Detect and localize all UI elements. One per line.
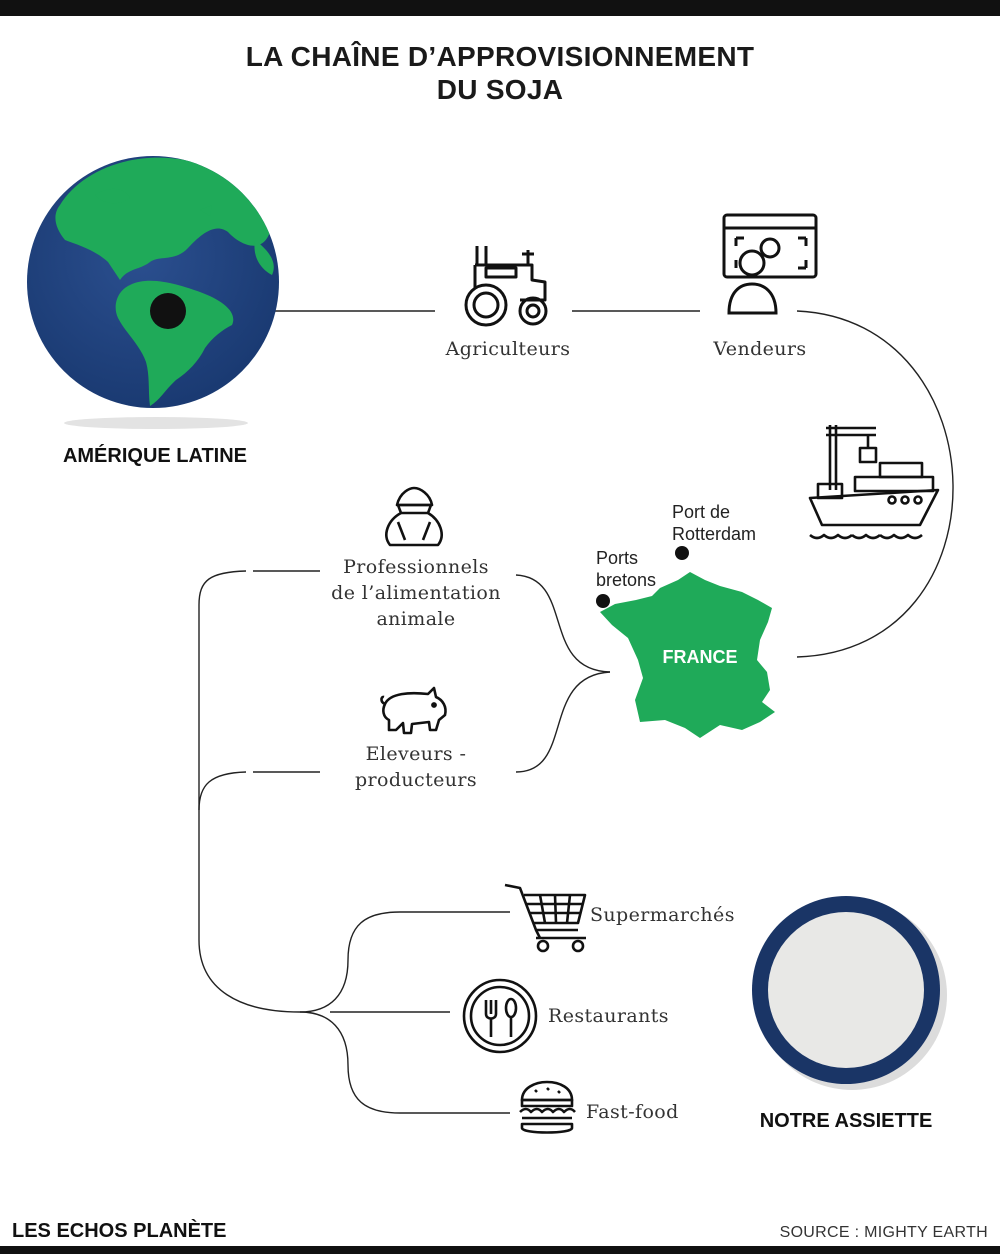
feed-line-1: Professionnels xyxy=(343,556,489,578)
feed-sack-icon xyxy=(385,486,443,547)
breeders-line-2: producteurs xyxy=(354,769,478,791)
supermarkets-label: Supermarchés xyxy=(590,904,735,926)
plate-label: NOTRE ASSIETTE xyxy=(759,1110,933,1132)
port-rotterdam-line-2: Rotterdam xyxy=(672,524,757,544)
connectors xyxy=(185,310,954,1114)
plate-icon xyxy=(752,896,947,1090)
france-label: FRANCE xyxy=(662,647,738,667)
pig-icon xyxy=(380,686,447,735)
ports-bretons-line-2: bretons xyxy=(596,570,657,590)
ports-bretons-line-1: Ports xyxy=(596,548,639,568)
cargo-ship-icon xyxy=(808,425,940,540)
breeders-label: Eleveurs - producteurs xyxy=(316,741,516,793)
fastfood-label: Fast-food xyxy=(586,1101,679,1123)
brand-logo: LES ECHOS PLANÈTE xyxy=(12,1220,227,1242)
tractor-icon xyxy=(464,246,548,327)
origin-label: AMÉRIQUE LATINE xyxy=(62,445,248,467)
title-line-2: DU SOJA xyxy=(436,74,564,105)
port-rotterdam-label: Port de Rotterdam xyxy=(672,501,792,545)
feed-professionals-label: Professionnels de l’alimentation animale xyxy=(300,554,532,632)
burger-icon xyxy=(519,1080,576,1134)
farmers-label: Agriculteurs xyxy=(445,338,571,360)
page-title: LA CHAÎNE D’APPROVISIONNEMENT DU SOJA xyxy=(0,40,1000,106)
brittany-ports-dot xyxy=(596,594,610,608)
cart-icon xyxy=(504,883,587,953)
feed-line-2: de l’alimentation xyxy=(331,582,501,604)
source-note: SOURCE : MIGHTY EARTH xyxy=(779,1224,988,1241)
title-line-1: LA CHAÎNE D’APPROVISIONNEMENT xyxy=(245,41,755,72)
cutlery-icon xyxy=(462,978,538,1054)
ports-bretons-label: Ports bretons xyxy=(596,547,686,591)
top-bar xyxy=(0,0,1000,16)
bottom-bar xyxy=(0,1246,1000,1254)
restaurants-label: Restaurants xyxy=(548,1005,669,1027)
port-rotterdam-line-1: Port de xyxy=(672,502,731,522)
globe-icon xyxy=(27,156,279,429)
seller-screen-icon xyxy=(722,213,818,315)
sellers-label: Vendeurs xyxy=(713,338,807,360)
feed-line-3: animale xyxy=(376,608,456,630)
france-map-icon xyxy=(600,572,775,738)
rotterdam-dot xyxy=(675,546,689,560)
breeders-line-1: Eleveurs - xyxy=(365,743,467,765)
